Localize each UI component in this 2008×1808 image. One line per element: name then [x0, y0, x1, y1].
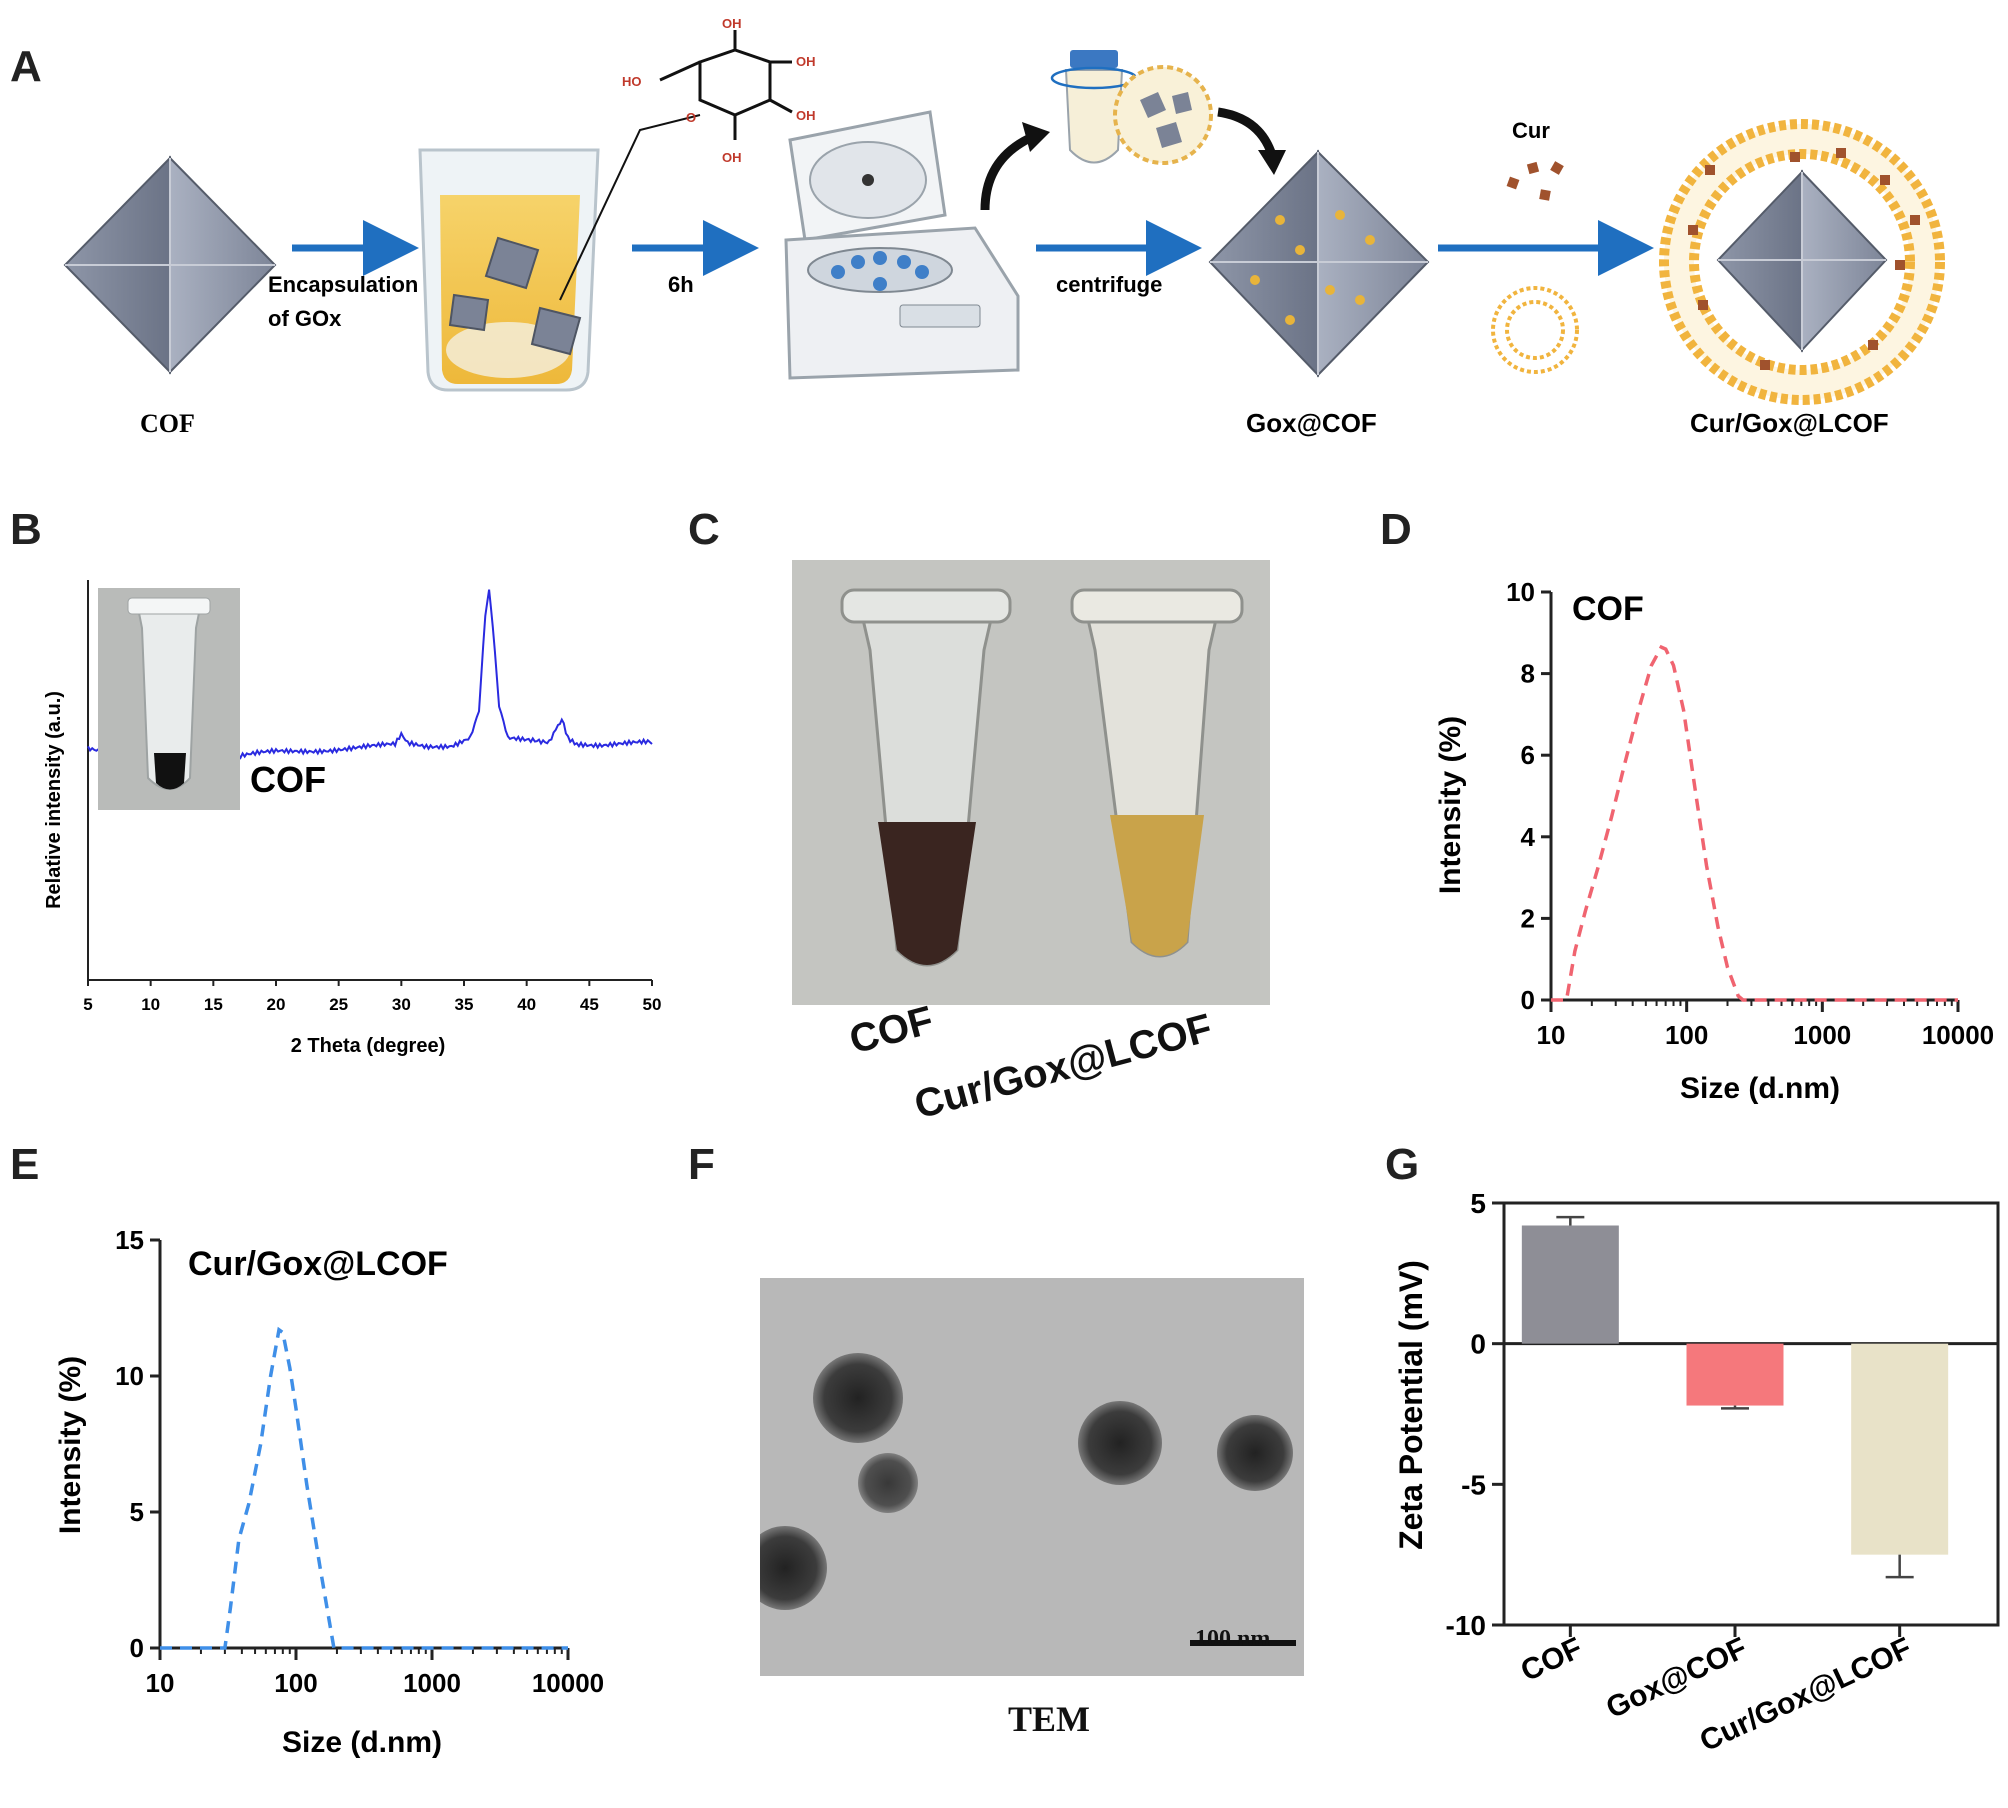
scheme-label-centrifuge: centrifuge: [1056, 272, 1162, 297]
xrd-x-tick-label: 10: [141, 995, 160, 1014]
zeta-y-axis-label: Zeta Potential (mV): [1393, 1260, 1429, 1550]
cof-octahedron-icon: [63, 155, 277, 375]
tem-nanoparticle: [858, 1453, 918, 1513]
xrd-y-axis-label: Relative intensity (a.u.): [43, 691, 65, 909]
dls-cof-series-line: [1551, 644, 1958, 1002]
zeta-x-tick-label: Gox@COF: [1601, 1631, 1752, 1725]
zeta-y-tick-label: -10: [1446, 1610, 1486, 1641]
scheme-label-encapsulation-1: Encapsulation: [268, 272, 418, 297]
dls-cof-y-tick-label: 6: [1521, 740, 1535, 770]
glucose-oh1-label: OH: [722, 16, 742, 31]
tem-caption: TEM: [1008, 1699, 1091, 1739]
scheme-label-gox-cof: Gox@COF: [1246, 408, 1377, 438]
dls-lcof-y-tick-label: 10: [115, 1361, 144, 1391]
panel-label-g: G: [1385, 1140, 1420, 1189]
dls-cof-y-tick-label: 8: [1521, 659, 1535, 689]
tem-scale-label: 100 nm: [1195, 1626, 1271, 1652]
dls-lcof-x-tick-label: 10: [146, 1668, 175, 1698]
xrd-chart: 5 10 15 20 25 30 35 40 45 50 2 Theta (degree) Rel…: [43, 580, 662, 1057]
photo-label-cof: COF: [845, 998, 938, 1063]
dls-lcof-y-axis-label: Intensity (%): [54, 1356, 87, 1534]
tem-nanoparticle: [813, 1353, 903, 1443]
dls-lcof-y-tick-label: 0: [130, 1633, 144, 1663]
panel-label-d: D: [1380, 505, 1412, 554]
scheme-label-cur: Cur: [1512, 118, 1550, 143]
panel-label-b: B: [10, 505, 42, 554]
zeta-y-tick-label: 0: [1470, 1329, 1486, 1360]
dls-lcof-x-tick-label: 10000: [532, 1668, 604, 1698]
zeta-x-tick-label: COF: [1516, 1631, 1587, 1688]
xrd-x-tick-label: 35: [455, 995, 474, 1014]
tem-nanoparticle: [760, 1526, 827, 1610]
xrd-x-tick-label: 25: [329, 995, 348, 1014]
liposome-icon: [1491, 286, 1579, 374]
dls-lcof-annotation: Cur/Gox@LCOF: [188, 1245, 448, 1283]
centrifuge-icon: [784, 110, 1020, 380]
glucose-oh4-label: OH: [722, 150, 742, 165]
xrd-x-tick-label: 20: [267, 995, 286, 1014]
dls-lcof-y-tick-label: 15: [115, 1225, 144, 1255]
falcon-tube-icon: [1064, 50, 1124, 164]
glucose-oh2-label: OH: [796, 54, 816, 69]
dls-lcof-series-line: [160, 1326, 568, 1650]
dls-cof-x-tick-label: 10000: [1922, 1020, 1994, 1050]
dls-lcof-x-axis-label: Size (d.nm): [282, 1726, 442, 1759]
beaker-icon: [418, 148, 600, 392]
zeta-bar-1: [1686, 1343, 1784, 1406]
photo-label-cur-gox-lcof: Cur/Gox@LCOF: [910, 1005, 1217, 1128]
xrd-x-tick-label: 15: [204, 995, 223, 1014]
xrd-x-tick-label: 5: [83, 995, 92, 1014]
zeta-plot-frame: [1502, 1201, 2000, 1627]
glucose-ho-label: HO: [622, 74, 642, 89]
tem-image: [760, 1278, 1304, 1676]
synthesis-scheme: HO O OH OH OH OH: [63, 16, 1945, 438]
dls-lcof-x-tick-label: 100: [274, 1668, 317, 1698]
glucose-oh3-label: OH: [796, 108, 816, 123]
dls-cof-y-axis-label: Intensity (%): [1434, 716, 1467, 894]
dls-cof-chart: 0 2 4 6 8 10 10 100 1000 10000 Size (d.nm) Intens…: [1434, 577, 1994, 1105]
curcumin-particles-icon: [1506, 161, 1564, 201]
dls-cof-x-axis-label: Size (d.nm): [1680, 1072, 1840, 1105]
panel-label-e: E: [10, 1140, 40, 1189]
tem-scale-bar: [1190, 1640, 1296, 1646]
dls-lcof-x-tick-label: 1000: [403, 1668, 461, 1698]
glucose-o-label: O: [686, 110, 696, 125]
zeta-y-tick-label: -5: [1461, 1469, 1486, 1500]
scheme-label-encapsulation-2: of GOx: [268, 306, 342, 331]
xrd-x-tick-label: 40: [517, 995, 536, 1014]
dls-cof-annotation: COF: [1572, 590, 1644, 628]
gox-cof-octahedron-icon: [1208, 149, 1430, 378]
scheme-label-time: 6h: [668, 272, 694, 297]
zeta-bar-0: [1521, 1225, 1619, 1344]
dls-cof-y-tick-label: 0: [1521, 985, 1535, 1015]
xrd-x-axis-label: 2 Theta (degree): [291, 1035, 445, 1057]
dls-lcof-y-tick-label: 5: [130, 1497, 144, 1527]
tubes-photo: [792, 560, 1270, 1005]
cur-gox-lcof-particle-icon: [1659, 119, 1945, 405]
cof-tube-inset-photo: [98, 588, 240, 810]
scheme-label-cur-gox-lcof: Cur/Gox@LCOF: [1690, 408, 1889, 438]
xrd-x-tick-label: 45: [580, 995, 599, 1014]
magnifier-icon: [1113, 65, 1213, 165]
xrd-x-tick-label: 30: [392, 995, 411, 1014]
panel-label-a: A: [10, 42, 42, 91]
dls-cof-x-tick-label: 10: [1537, 1020, 1566, 1050]
dls-cof-y-tick-label: 4: [1521, 822, 1536, 852]
xrd-annotation: COF: [250, 759, 326, 800]
tem-nanoparticle: [1217, 1415, 1293, 1491]
dls-cof-x-tick-label: 1000: [1793, 1020, 1851, 1050]
dls-lcof-chart: 0 5 10 15 10 100 1000 10000 Size (d.nm) Intensi…: [54, 1225, 604, 1759]
zeta-y-tick-label: 5: [1470, 1188, 1486, 1219]
panel-label-c: C: [688, 505, 720, 554]
panel-label-f: F: [688, 1140, 715, 1189]
dls-cof-y-tick-label: 10: [1506, 577, 1535, 607]
scheme-label-cof: COF: [140, 409, 195, 438]
dls-cof-y-tick-label: 2: [1521, 903, 1535, 933]
dls-cof-x-tick-label: 100: [1665, 1020, 1708, 1050]
glucose-structure-icon: [659, 30, 793, 140]
tem-nanoparticle: [1078, 1401, 1162, 1485]
xrd-x-tick-label: 50: [643, 995, 662, 1014]
zeta-bar-2: [1851, 1343, 1949, 1555]
